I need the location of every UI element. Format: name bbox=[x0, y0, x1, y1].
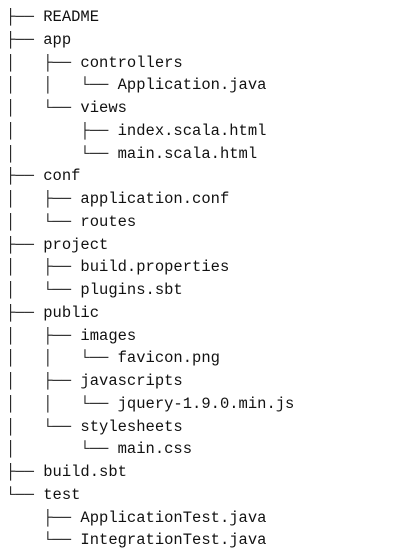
tree-item-name: main.scala.html bbox=[117, 144, 258, 163]
tree-connector: ├── bbox=[6, 30, 44, 49]
tree-connector: │ └── bbox=[6, 440, 118, 459]
tree-row: ├── project bbox=[6, 234, 294, 257]
tree-row: │ └── views bbox=[6, 97, 294, 120]
tree-item-name: plugins.sbt bbox=[80, 281, 183, 299]
tree-connector: ├── bbox=[6, 463, 44, 481]
tree-item-name: build.sbt bbox=[43, 463, 127, 481]
tree-row: ├── public bbox=[6, 302, 294, 325]
tree-item-name: main.css bbox=[117, 440, 193, 459]
tree-connector: ├── bbox=[6, 235, 44, 254]
tree-row: │ └── routes bbox=[6, 211, 294, 234]
tree-item-name: Application.java bbox=[117, 76, 267, 95]
tree-item-name: app bbox=[43, 30, 72, 49]
tree-row: ├── app bbox=[6, 29, 294, 52]
tree-connector: ├── bbox=[6, 508, 81, 527]
tree-item-name: application.conf bbox=[80, 190, 230, 208]
tree-connector: ├── bbox=[6, 303, 44, 322]
tree-row: │ ├── controllers bbox=[6, 52, 294, 75]
tree-item-name: project bbox=[43, 235, 109, 254]
tree-connector: │ ├── bbox=[6, 372, 81, 390]
tree-connector: │ │ └── bbox=[6, 76, 118, 95]
tree-item-name: ApplicationTest.java bbox=[80, 508, 267, 527]
tree-row: │ │ └── jquery-1.9.0.min.js bbox=[6, 393, 294, 416]
tree-row: │ └── main.scala.html bbox=[6, 143, 294, 166]
tree-row: │ ├── images bbox=[6, 325, 294, 348]
tree-row: ├── build.sbt bbox=[6, 461, 294, 484]
file-tree: ├── README├── app│ ├── controllers│ │ └─… bbox=[6, 6, 294, 552]
tree-row: │ ├── application.conf bbox=[6, 188, 294, 211]
tree-row: ├── conf bbox=[6, 165, 294, 188]
tree-row: │ ├── javascripts bbox=[6, 370, 294, 393]
tree-row: │ │ └── Application.java bbox=[6, 74, 294, 97]
tree-item-name: javascripts bbox=[80, 372, 183, 390]
tree-connector: │ ├── bbox=[6, 190, 81, 208]
tree-item-name: jquery-1.9.0.min.js bbox=[117, 394, 295, 413]
tree-connector: │ └── bbox=[6, 281, 81, 299]
tree-item-name: public bbox=[43, 303, 100, 322]
tree-row: │ │ └── favicon.png bbox=[6, 347, 294, 370]
tree-item-name: controllers bbox=[80, 53, 183, 72]
tree-item-name: images bbox=[80, 326, 137, 345]
tree-connector: │ └── bbox=[6, 417, 81, 436]
tree-item-name: test bbox=[43, 485, 81, 504]
tree-row: │ └── main.css bbox=[6, 438, 294, 461]
tree-row: │ └── plugins.sbt bbox=[6, 279, 294, 302]
tree-connector: ├── bbox=[6, 8, 44, 26]
tree-item-name: favicon.png bbox=[117, 349, 220, 368]
tree-connector: │ ├── bbox=[6, 121, 118, 140]
tree-item-name: build.properties bbox=[80, 258, 230, 277]
tree-row: └── IntegrationTest.java bbox=[6, 529, 294, 552]
tree-item-name: IntegrationTest.java bbox=[80, 531, 267, 550]
tree-row: │ ├── index.scala.html bbox=[6, 120, 294, 143]
tree-item-name: stylesheets bbox=[80, 417, 183, 436]
tree-row: ├── README bbox=[6, 6, 294, 29]
tree-row: ├── ApplicationTest.java bbox=[6, 507, 294, 530]
tree-connector: │ ├── bbox=[6, 258, 81, 277]
tree-connector: ├── bbox=[6, 167, 44, 186]
tree-connector: │ ├── bbox=[6, 53, 81, 72]
tree-connector: │ │ └── bbox=[6, 349, 118, 368]
tree-connector: └── bbox=[6, 531, 81, 550]
tree-connector: │ └── bbox=[6, 144, 118, 163]
tree-row: │ └── stylesheets bbox=[6, 416, 294, 439]
tree-connector: └── bbox=[6, 485, 44, 504]
tree-row: └── test bbox=[6, 484, 294, 507]
tree-connector: │ │ └── bbox=[6, 394, 118, 413]
tree-item-name: conf bbox=[43, 167, 81, 186]
tree-item-name: index.scala.html bbox=[117, 121, 267, 140]
tree-item-name: routes bbox=[80, 212, 137, 231]
tree-item-name: views bbox=[80, 99, 127, 117]
tree-connector: │ └── bbox=[6, 99, 81, 117]
tree-connector: │ └── bbox=[6, 212, 81, 231]
tree-item-name: README bbox=[43, 8, 100, 26]
tree-connector: │ ├── bbox=[6, 326, 81, 345]
tree-row: │ ├── build.properties bbox=[6, 256, 294, 279]
